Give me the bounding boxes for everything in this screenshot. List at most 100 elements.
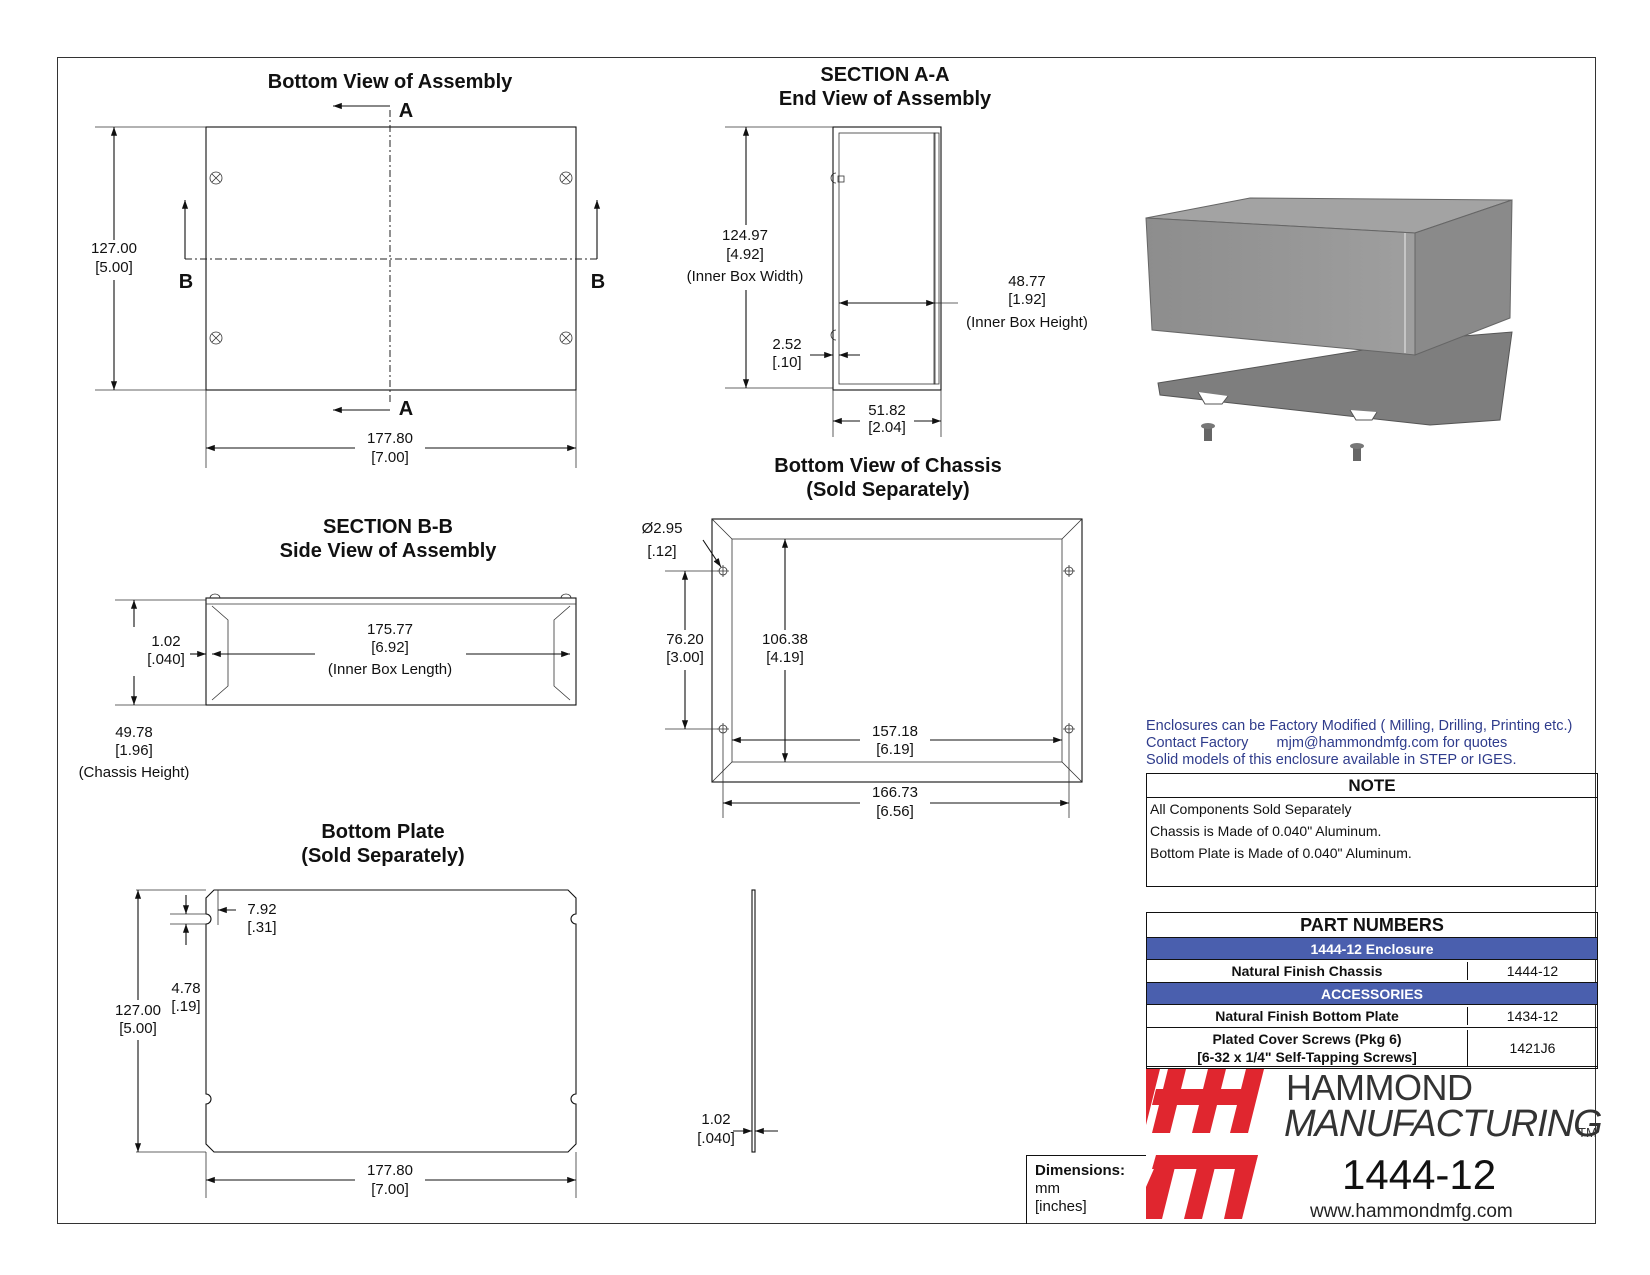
dimensions-legend: Dimensions: mm [inches] [1026, 1155, 1146, 1224]
trademark: TM [1578, 1125, 1597, 1140]
section-bb-title: SECTION B-B [323, 516, 453, 538]
section-aa-subtitle: End View of Assembly [779, 88, 992, 110]
part-number: 1434-12 [1506, 1008, 1559, 1024]
dim-value: 2.52 [772, 336, 801, 353]
dim-value: [.10] [772, 354, 801, 371]
dim-label: (Chassis Height) [79, 764, 190, 781]
dim-value: 1.02 [701, 1111, 730, 1128]
dim-value: [1.96] [115, 742, 153, 759]
table-row: Natural Finish Bottom Plate 1434-12 [1147, 1005, 1597, 1028]
dim-value: [.19] [171, 998, 200, 1015]
note-box: NOTE All Components Sold Separately Chas… [1146, 773, 1598, 887]
section-aa-title: SECTION A-A [820, 64, 949, 86]
contact-message: Contact Factory mjm@hammondmfg.com for q… [1146, 735, 1508, 751]
dim-value: [.12] [647, 543, 676, 560]
dim-value: 166.73 [872, 784, 918, 801]
dim-value: [5.00] [95, 259, 133, 276]
section-bb-view: SECTION B-B Side View of Assembly 1.02 [… [79, 516, 577, 781]
dim-value: 7.92 [247, 901, 276, 918]
section-label: B [591, 271, 605, 293]
dim-value: [2.04] [868, 419, 906, 436]
dim-value: 76.20 [666, 631, 704, 648]
dim-value: 1.02 [151, 633, 180, 650]
unit-mm: mm [1035, 1180, 1060, 1197]
dim-value: [6.56] [876, 803, 914, 820]
note-line: Chassis is Made of 0.040" Aluminum. [1150, 823, 1382, 839]
plate-edge-view [751, 889, 756, 1153]
section-aa-view: SECTION A-A End View of Assembly 124.97 … [687, 64, 1088, 437]
unit-inches: [inches] [1035, 1198, 1087, 1215]
dim-value: 157.18 [872, 723, 918, 740]
bottom-view-chassis: Bottom View of Chassis (Sold Separately)… [642, 455, 1083, 820]
modify-message: Enclosures can be Factory Modified ( Mil… [1146, 718, 1573, 734]
dim-value: [5.00] [119, 1020, 157, 1037]
dim-value: [6.19] [876, 741, 914, 758]
models-message: Solid models of this enclosure available… [1146, 752, 1517, 768]
dim-label: (Inner Box Width) [687, 268, 804, 285]
bottom-assembly-title: Bottom View of Assembly [268, 71, 513, 93]
table-row: Natural Finish Chassis 1444-12 [1147, 960, 1597, 983]
chassis-title: Bottom View of Chassis [774, 455, 1001, 477]
dim-value: [1.92] [1008, 291, 1046, 308]
dim-value: 127.00 [91, 240, 137, 257]
dim-value: [3.00] [666, 649, 704, 666]
note-heading: NOTE [1147, 774, 1597, 798]
dim-value: [.31] [247, 919, 276, 936]
dim-value: [6.92] [371, 639, 409, 656]
enclosure-3d-illustration [1145, 197, 1513, 461]
dim-value: 127.00 [115, 1002, 161, 1019]
hammond-logo-icon [1146, 1069, 1264, 1219]
dim-value: [7.00] [371, 1181, 409, 1198]
model-number: 1444-12 [1342, 1151, 1497, 1198]
dimensions-label: Dimensions: [1035, 1162, 1126, 1179]
section-bb-subtitle: Side View of Assembly [280, 540, 498, 562]
dim-value: 4.78 [171, 980, 200, 997]
dim-value: [.040] [147, 651, 185, 668]
dim-value: 51.82 [868, 402, 906, 419]
dim-value: Ø2.95 [642, 520, 683, 537]
note-line: All Components Sold Separately [1150, 801, 1352, 817]
bottom-view-assembly: Bottom View of Assembly A A B B 127.00 [… [91, 71, 605, 468]
enclosure-group: 1444-12 Enclosure [1147, 938, 1597, 960]
hole-icon [717, 565, 1075, 735]
section-label: B [179, 271, 193, 293]
dim-value: 106.38 [762, 631, 808, 648]
brand-name-2: MANUFACTURING [1284, 1103, 1603, 1145]
plate-title: Bottom Plate [321, 821, 444, 843]
dim-value: [4.92] [726, 246, 764, 263]
chassis-subtitle: (Sold Separately) [806, 479, 969, 501]
part-number: 1444-12 [1506, 963, 1559, 979]
website-link[interactable]: www.hammondmfg.com [1310, 1201, 1513, 1222]
part-desc: Natural Finish Bottom Plate [1147, 1007, 1468, 1025]
section-label: A [399, 398, 413, 420]
dim-label: (Inner Box Height) [966, 314, 1088, 331]
part-desc-line: Plated Cover Screws (Pkg 6) [1212, 1031, 1402, 1047]
dim-label: (Inner Box Length) [328, 661, 452, 678]
dim-value: 175.77 [367, 621, 413, 638]
part-numbers-table: PART NUMBERS 1444-12 Enclosure Natural F… [1146, 912, 1598, 1069]
title-block: HAMMOND MANUFACTURING TM 1444-12 www.ham… [1146, 1066, 1603, 1224]
dim-value: 124.97 [722, 227, 768, 244]
table-row: Plated Cover Screws (Pkg 6) [6-32 x 1/4"… [1147, 1028, 1597, 1068]
brand-name: HAMMOND [1286, 1067, 1473, 1108]
dim-value: [7.00] [371, 449, 409, 466]
part-desc: Natural Finish Chassis [1147, 962, 1468, 980]
plate-subtitle: (Sold Separately) [301, 845, 464, 867]
dim-value: 48.77 [1008, 273, 1046, 290]
part-desc-line: [6-32 x 1/4" Self-Tapping Screws] [1197, 1049, 1417, 1065]
accessories-group: ACCESSORIES [1147, 983, 1597, 1005]
screw-icon [209, 171, 573, 345]
note-line: Bottom Plate is Made of 0.040" Aluminum. [1150, 845, 1412, 861]
dim-value: [4.19] [766, 649, 804, 666]
dim-value: [.040] [697, 1130, 735, 1147]
section-label: A [399, 100, 413, 122]
bottom-plate-view: Bottom Plate (Sold Separately) 127.00 [5… [115, 821, 778, 1198]
part-number: 1421J6 [1509, 1040, 1556, 1056]
drawing-frame [57, 57, 1596, 1224]
dim-value: 177.80 [367, 430, 413, 447]
part-desc: Plated Cover Screws (Pkg 6) [6-32 x 1/4"… [1147, 1030, 1468, 1066]
part-numbers-heading: PART NUMBERS [1147, 913, 1597, 938]
dim-value: 177.80 [367, 1162, 413, 1179]
dim-value: 49.78 [115, 724, 153, 741]
